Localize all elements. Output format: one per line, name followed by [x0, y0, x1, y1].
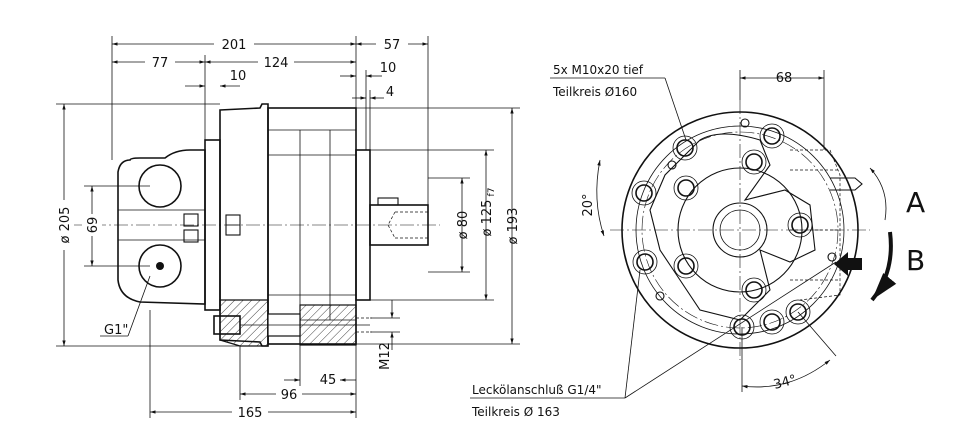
- dim-68: 68: [776, 71, 793, 86]
- dim-45: 45: [320, 373, 337, 388]
- thread-G1-label: G1": [104, 323, 128, 338]
- dim-20deg: 20°: [581, 193, 596, 216]
- leak-note-line2: Teilkreis Ø 163: [471, 405, 560, 419]
- dim-193: ø 193: [506, 208, 521, 245]
- dim-M12: M12: [378, 342, 393, 370]
- bolt-hole: [741, 149, 767, 175]
- holes-note-line1: 5x M10x20 tief: [553, 63, 644, 77]
- section-cut: [213, 299, 372, 347]
- diameter-dimensions: ø 80 ø 125 f7 ø 193: [356, 107, 521, 345]
- dim-34deg: 34°: [772, 372, 798, 392]
- dim-205: ø 205: [58, 207, 73, 244]
- shaft-circle: [712, 202, 768, 258]
- drive-shaft: [369, 197, 429, 246]
- dim-69: 69: [86, 217, 101, 234]
- rotation-arrow-b: [870, 231, 897, 302]
- dim-201: 201: [222, 38, 247, 53]
- outer-flange-circle: [621, 111, 859, 349]
- dim-10-right: 10: [380, 61, 397, 76]
- left-dimensions: ø 205 69 G1": [54, 103, 262, 347]
- dim-80: ø 80: [456, 211, 471, 240]
- bolt-hole: [759, 123, 785, 149]
- bottom-dimensions: M12 45 96 165: [149, 300, 400, 421]
- leak-note-line1: Leckölanschluß G1/4": [472, 383, 602, 397]
- dim-57: 57: [384, 38, 401, 53]
- front-view: A B 68 20° 34° 5x M10x20 tief Teilkreis …: [470, 63, 925, 419]
- rotation-label-b: B: [906, 244, 925, 277]
- port-marker: [156, 262, 164, 270]
- dim-10-left: 10: [230, 69, 247, 84]
- leak-port-arrow: [834, 252, 862, 276]
- rear-cover: [117, 149, 206, 305]
- side-view: 201 57 77 124 10 10 4 ø: [54, 34, 521, 421]
- dim-96: 96: [281, 388, 298, 403]
- dim-125: ø 125: [480, 200, 495, 237]
- bolt-hole: [787, 212, 813, 238]
- bolt-holes: [631, 118, 837, 340]
- bolt-hole: [759, 309, 785, 335]
- dim-165: 165: [238, 406, 263, 421]
- bolt-hole: [785, 299, 811, 325]
- dim-125-tolerance: f7: [487, 188, 497, 197]
- bolt-hole: [673, 253, 699, 279]
- dim-4: 4: [386, 85, 394, 100]
- bolt-hole: [741, 277, 767, 303]
- bolt-hole: [672, 135, 698, 161]
- bolt-hole: [631, 180, 657, 206]
- dim-77: 77: [152, 56, 169, 71]
- bolt-hole: [673, 175, 699, 201]
- holes-note-line2: Teilkreis Ø160: [552, 85, 637, 99]
- top-dimensions: 201 57 77 124 10 10 4: [111, 34, 429, 205]
- rotation-arrow-a: [869, 167, 887, 221]
- rotation-label-a: A: [906, 186, 925, 219]
- dim-124: 124: [264, 56, 289, 71]
- bolt-hole: [632, 249, 658, 275]
